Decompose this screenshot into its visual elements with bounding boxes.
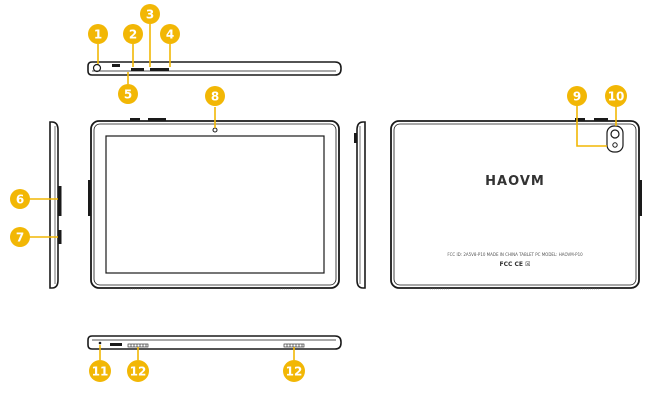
svg-text:7: 7 xyxy=(16,231,24,245)
volume-button-side xyxy=(58,186,62,216)
callout-7: 7 xyxy=(10,227,30,247)
rear-camera-lens xyxy=(610,129,620,139)
certification-marks: FCC CE ☒ xyxy=(500,261,531,268)
front-view xyxy=(88,118,340,290)
headphone-jack xyxy=(92,63,102,73)
callout-5: 5 xyxy=(118,84,138,104)
top-edge-view xyxy=(87,61,342,76)
callout-6: 6 xyxy=(10,189,30,209)
svg-text:10: 10 xyxy=(608,90,625,104)
svg-text:5: 5 xyxy=(124,88,132,102)
svg-text:6: 6 xyxy=(16,193,24,207)
left-side-view xyxy=(49,121,62,289)
svg-text:4: 4 xyxy=(166,28,174,42)
svg-text:2: 2 xyxy=(129,28,137,42)
right-side-view xyxy=(354,121,366,289)
svg-text:12: 12 xyxy=(130,365,147,379)
power-button-side xyxy=(58,230,62,244)
callout-12-right: 12 xyxy=(283,360,305,382)
callout-11: 11 xyxy=(89,360,111,382)
callout-1: 1 xyxy=(88,24,108,44)
callout-3: 3 xyxy=(140,4,160,24)
bottom-edge-view xyxy=(87,335,342,350)
svg-text:3: 3 xyxy=(146,8,154,22)
power-button-top xyxy=(131,68,144,71)
callout-12-left: 12 xyxy=(127,360,149,382)
screen xyxy=(105,135,325,274)
leader-lines xyxy=(28,24,617,360)
callout-2: 2 xyxy=(123,24,143,44)
svg-text:8: 8 xyxy=(211,90,219,104)
svg-text:11: 11 xyxy=(92,365,109,379)
callout-10: 10 xyxy=(605,85,627,107)
rear-flash xyxy=(612,142,618,148)
svg-text:1: 1 xyxy=(94,28,102,42)
microphone xyxy=(98,341,102,345)
usb-port xyxy=(110,343,122,346)
svg-text:9: 9 xyxy=(573,90,581,104)
brand-logo: HAOVM xyxy=(485,174,545,189)
certification-fine-print: FCC ID: 2A5V8-P10 MADE IN CHINA TABLET P… xyxy=(447,252,583,257)
callout-4: 4 xyxy=(160,24,180,44)
callout-8: 8 xyxy=(205,86,225,106)
top-port xyxy=(112,64,120,67)
volume-button-top xyxy=(150,68,169,71)
svg-text:12: 12 xyxy=(286,365,303,379)
callout-9: 9 xyxy=(567,86,587,106)
back-view: HAOVM FCC ID: 2A5V8-P10 MADE IN CHINA TA… xyxy=(390,118,642,290)
